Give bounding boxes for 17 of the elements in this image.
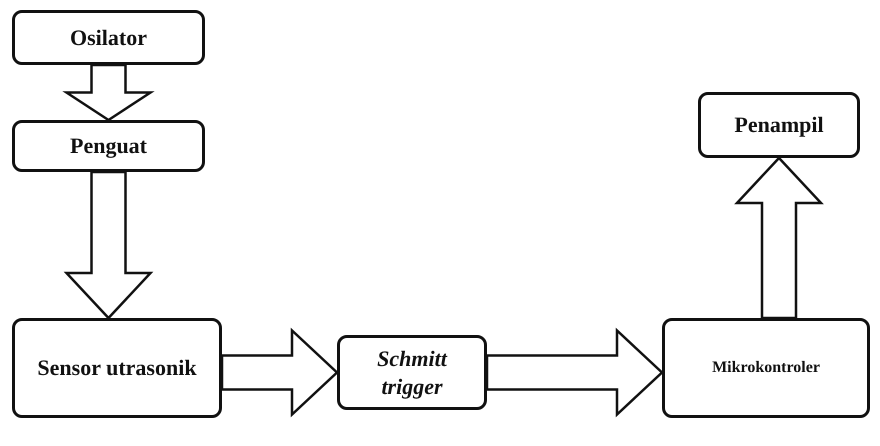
process-box	[12, 120, 205, 172]
box-label: Schmitt trigger	[376, 345, 448, 400]
process-box	[337, 335, 487, 410]
box-label: Osilator	[69, 24, 148, 52]
block-arrow	[220, 328, 339, 418]
process-box	[12, 10, 205, 65]
box-label: Penampil	[733, 111, 825, 139]
process-box	[12, 318, 222, 418]
process-box	[698, 92, 860, 158]
block-arrow	[734, 156, 824, 320]
box-label: Sensor utrasonik	[36, 354, 198, 382]
block-arrow	[486, 328, 664, 418]
process-box	[662, 318, 870, 418]
block-arrow	[64, 170, 154, 320]
block-arrow	[62, 64, 155, 122]
box-label: Mikrokontroler	[711, 358, 821, 378]
box-label: Penguat	[69, 132, 148, 160]
